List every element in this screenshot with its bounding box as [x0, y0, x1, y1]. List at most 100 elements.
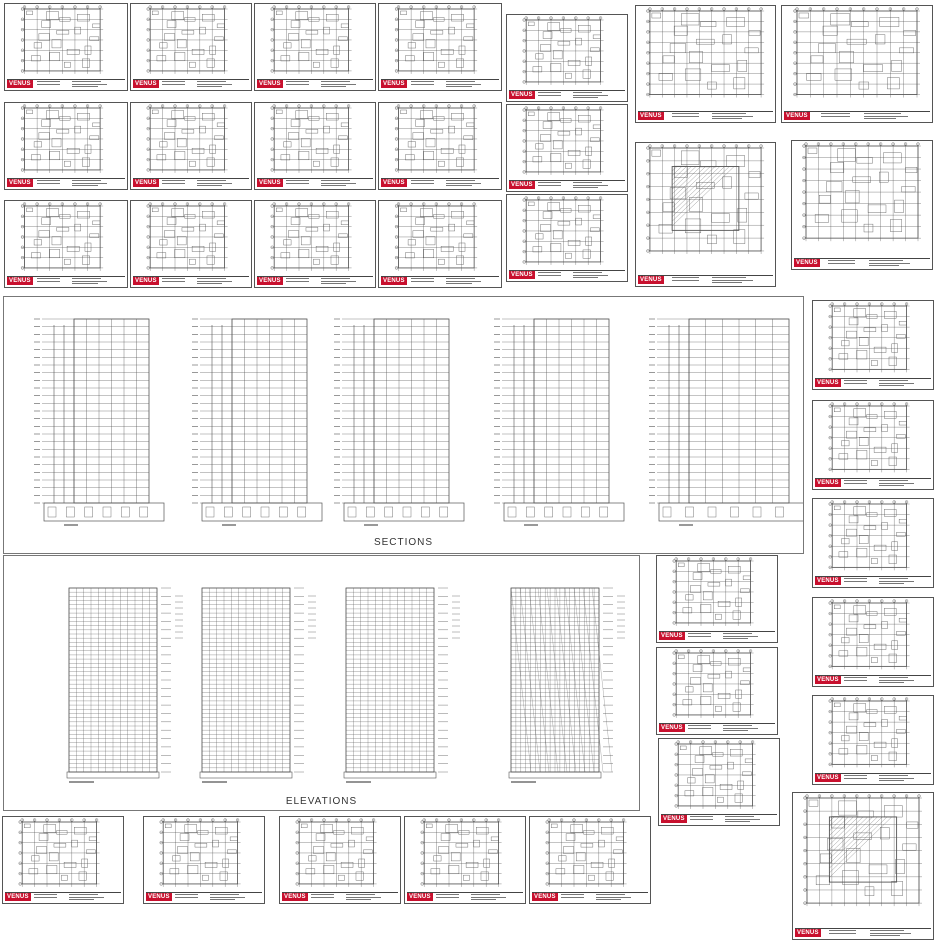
drawing-sheet: VENUS — [812, 695, 934, 785]
venus-logo: VENUS — [509, 271, 535, 279]
title-block-text — [844, 680, 868, 681]
title-block-text — [445, 81, 476, 82]
title-block-text — [320, 283, 347, 284]
title-block-text — [445, 281, 482, 282]
venus-logo: VENUS — [381, 179, 407, 187]
title-block-text — [162, 81, 186, 82]
venus-logo: VENUS — [794, 259, 820, 267]
floor-plan-drawing — [828, 500, 910, 571]
title-block-text — [311, 897, 335, 898]
title-block-text — [286, 81, 310, 82]
title-block-text — [722, 728, 758, 729]
title-block: VENUS — [509, 270, 625, 279]
floor-plan-drawing — [20, 202, 104, 271]
title-block-text — [595, 897, 631, 898]
title-block-text — [36, 84, 61, 85]
title-block: VENUS — [815, 478, 931, 487]
title-block-text — [445, 185, 472, 186]
title-block: VENUS — [794, 258, 930, 267]
elevations-label: ELEVATIONS — [285, 796, 358, 807]
title-block-text — [36, 183, 61, 184]
title-block-text — [345, 897, 381, 898]
building-elevation — [66, 587, 183, 783]
title-block-text — [572, 187, 599, 188]
drawing-sheet: VENUS — [254, 3, 376, 91]
title-block-text — [844, 775, 868, 776]
title-block-text — [829, 933, 857, 934]
title-block-text — [868, 265, 899, 266]
drawing-sheet: VENUS — [4, 3, 128, 91]
title-block-text — [445, 278, 476, 279]
title-block-text — [410, 278, 435, 279]
title-block-text — [320, 86, 347, 87]
title-block: VENUS — [381, 79, 499, 88]
drawing-sheet: VENUS — [130, 200, 252, 288]
drawing-sheet: VENUS — [656, 647, 778, 735]
title-block-text — [878, 480, 908, 481]
title-block-text — [712, 282, 742, 283]
floor-plan-drawing — [420, 818, 502, 887]
venus-logo: VENUS — [381, 277, 407, 285]
venus-logo: VENUS — [7, 80, 33, 88]
title-block-text — [878, 581, 914, 582]
title-block-text — [36, 180, 61, 181]
title-block-text — [286, 183, 310, 184]
floor-plan-drawing — [146, 202, 228, 271]
title-block-text — [878, 677, 908, 678]
venus-logo: VENUS — [7, 277, 33, 285]
title-block-text — [34, 894, 58, 895]
title-block-text — [712, 277, 746, 278]
title-block-text — [572, 277, 599, 278]
floor-plan-drawing — [803, 794, 922, 907]
floor-plan-drawing — [270, 5, 352, 74]
title-block-text — [286, 180, 310, 181]
floor-plan-drawing — [159, 818, 241, 887]
venus-logo: VENUS — [7, 179, 33, 187]
title-block-text — [320, 278, 350, 279]
floor-plan-drawing — [828, 697, 910, 768]
title-block: VENUS — [638, 275, 773, 284]
title-block-text — [878, 583, 905, 584]
floor-plan-drawing — [672, 557, 754, 626]
drawing-sheet: VENUS — [658, 738, 780, 826]
title-block-text — [844, 480, 868, 481]
title-block-text — [878, 680, 914, 681]
drawing-sheet: VENUS — [635, 142, 776, 287]
title-block-text — [722, 633, 752, 634]
drawing-sheet: VENUS — [254, 102, 376, 190]
drawing-sheet: VENUS — [812, 400, 934, 490]
title-block-text — [671, 116, 699, 117]
floor-plan-drawing — [802, 142, 921, 242]
venus-logo: VENUS — [257, 80, 283, 88]
floor-plan-drawing — [146, 5, 228, 74]
title-block-text — [436, 894, 460, 895]
floor-plan-drawing — [646, 144, 765, 254]
title-block-text — [538, 275, 562, 276]
title-block-text — [345, 894, 375, 895]
title-block-text — [572, 182, 602, 183]
title-block-text — [878, 383, 914, 384]
venus-logo: VENUS — [784, 112, 810, 120]
drawing-sheet: VENUS — [781, 5, 933, 123]
title-block-text — [445, 86, 472, 87]
venus-logo: VENUS — [532, 893, 558, 901]
title-block-text — [829, 930, 857, 931]
title-block-text — [878, 775, 908, 776]
building-section — [649, 318, 803, 526]
title-block-text — [722, 636, 758, 637]
venus-logo: VENUS — [282, 893, 308, 901]
title-block-text — [878, 780, 905, 781]
title-block-text — [844, 483, 868, 484]
drawing-sheet: VENUS — [378, 200, 502, 288]
title-block-text — [162, 183, 186, 184]
title-block-text — [320, 81, 350, 82]
title-block-text — [196, 84, 232, 85]
floor-plan-drawing — [793, 7, 920, 98]
title-block-text — [722, 638, 749, 639]
title-block-text — [71, 86, 98, 87]
floor-plan-drawing — [674, 740, 756, 809]
venus-logo: VENUS — [638, 112, 664, 120]
floor-plan-drawing — [394, 202, 478, 271]
building-section — [494, 318, 625, 526]
title-block: VENUS — [532, 892, 648, 901]
